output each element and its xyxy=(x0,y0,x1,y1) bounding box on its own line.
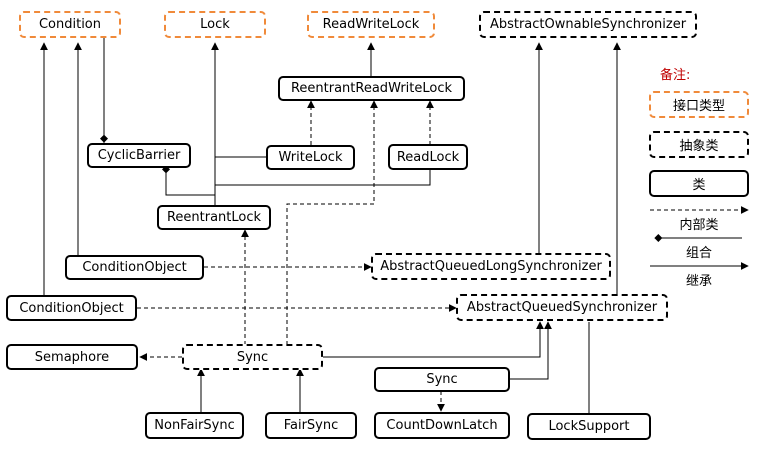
legend-title: 备注: xyxy=(660,68,691,83)
legend-inheritance-label: 继承 xyxy=(685,274,712,289)
node-condition: Condition xyxy=(19,11,121,38)
edge-reentrantlock-compose-cyclicbarrier xyxy=(162,165,215,196)
edge-sync-inner-rrwl xyxy=(286,100,378,345)
node-cyclic-barrier: CyclicBarrier xyxy=(87,143,191,168)
node-condition-object-2: ConditionObject xyxy=(6,295,137,321)
node-read-lock: ReadLock xyxy=(388,144,468,170)
legend-class-box: 类 xyxy=(649,170,749,197)
legend-interface-box: 接口类型 xyxy=(649,91,749,118)
node-write-lock: WriteLock xyxy=(266,145,355,170)
edge-sync1-aqs xyxy=(323,321,544,358)
node-lock: Lock xyxy=(164,11,266,38)
node-fair-sync: FairSync xyxy=(265,412,357,439)
edge-sync2-aqs xyxy=(510,321,552,380)
node-count-down-latch: CountDownLatch xyxy=(374,412,510,439)
node-abstract-queued-synchronizer: AbstractQueuedSynchronizer xyxy=(456,294,668,321)
legend-abstract-box: 抽象类 xyxy=(649,131,749,158)
node-sync-semaphore: Sync xyxy=(182,344,323,370)
node-sync-latch: Sync xyxy=(374,367,510,392)
node-lock-support: LockSupport xyxy=(527,413,651,440)
node-reentrant-lock: ReentrantLock xyxy=(157,205,271,230)
node-reentrant-read-write-lock: ReentrantReadWriteLock xyxy=(278,76,465,101)
legend-inner-label: 内部类 xyxy=(679,218,719,233)
node-abstract-ownable-synchronizer: AbstractOwnableSynchronizer xyxy=(479,11,697,38)
node-abstract-queued-long-synchronizer: AbstractQueuedLongSynchronizer xyxy=(371,253,611,280)
edge-readlock-lock xyxy=(215,168,431,186)
node-read-write-lock: ReadWriteLock xyxy=(307,11,435,38)
legend-composition-label: 组合 xyxy=(685,246,712,261)
node-semaphore: Semaphore xyxy=(6,344,138,370)
node-condition-object-1: ConditionObject xyxy=(65,255,204,280)
node-non-fair-sync: NonFairSync xyxy=(145,412,244,439)
